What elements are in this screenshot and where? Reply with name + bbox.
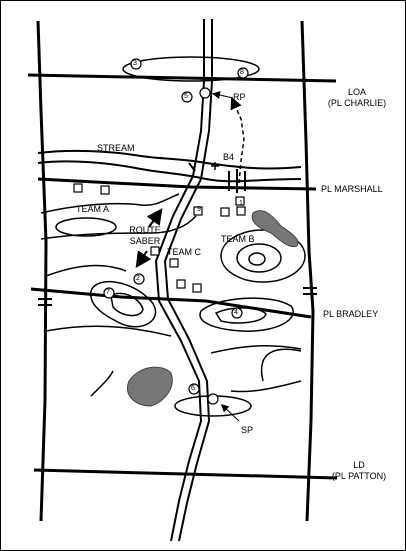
hill-contour xyxy=(248,252,266,266)
unit-symbol xyxy=(176,279,186,289)
drainage-line xyxy=(45,264,127,277)
pl-charlie-line xyxy=(27,73,337,83)
hill-contour xyxy=(236,243,282,273)
checkpoint-marker xyxy=(181,91,193,103)
checkpoint-marker xyxy=(199,87,211,99)
pl-charlie-text: (PL CHARLIE) xyxy=(327,98,387,108)
checkpoint-label: 2 xyxy=(136,275,140,282)
route-text: ROUTE xyxy=(129,225,161,235)
hill-contour xyxy=(199,297,294,332)
unit-symbol xyxy=(150,246,160,256)
route-saber-east-edge xyxy=(163,19,213,542)
checkpoint-marker xyxy=(231,307,243,319)
b4-label: B4 xyxy=(223,152,235,162)
checkpoint-marker xyxy=(130,58,142,70)
hill-contour xyxy=(110,292,144,317)
route-arrow-south xyxy=(135,250,152,268)
pl-bradley-label: PL BRADLEY xyxy=(323,309,379,319)
left-boundary-line xyxy=(36,20,48,522)
unit-symbol xyxy=(73,183,83,193)
checkpoint-label: 5 xyxy=(184,93,188,100)
checkpoint-marker xyxy=(133,273,145,285)
hill-contour xyxy=(220,229,306,283)
checkpoint-marker xyxy=(188,383,200,395)
checkpoint-label: 1 xyxy=(239,200,243,207)
pl-marshall-line xyxy=(37,177,317,191)
rp-label: RP xyxy=(233,92,246,102)
checkpoint-marker xyxy=(237,67,249,79)
pl-charlie-label: LOA (PL CHARLIE) xyxy=(317,87,397,109)
route-saber-label: ROUTE SABER xyxy=(121,225,169,247)
rp-leader-arrow xyxy=(212,91,234,99)
unit-symbol xyxy=(193,206,203,216)
pl-patton-text: (PL PATTON) xyxy=(331,471,387,481)
checkpoint-label: 7 xyxy=(106,289,110,296)
unit-symbols xyxy=(73,183,246,293)
team-c-label: TEAM C xyxy=(167,247,202,257)
ld-text: LD xyxy=(353,460,365,470)
right-boundary-line xyxy=(300,20,315,522)
checkpoint-marker xyxy=(103,287,115,299)
stream-north-bank xyxy=(37,149,302,170)
crossing-site-symbol xyxy=(228,169,246,193)
checkpoint-label: 8 xyxy=(240,69,244,76)
boundary-symbol-left xyxy=(38,298,52,306)
route-saber-west-edge xyxy=(154,19,205,542)
checkpoint-label: 9 xyxy=(197,206,201,213)
drainage-line xyxy=(210,345,302,354)
pl-marshall-label: PL MARSHALL xyxy=(321,184,383,194)
drainage-line xyxy=(90,370,114,397)
stream-south-bank xyxy=(37,160,302,183)
drainage-line xyxy=(260,348,302,382)
unit-symbol xyxy=(235,196,245,206)
route-name-text: SABER xyxy=(129,236,161,246)
sp-leader-arrow xyxy=(220,403,240,422)
loa-text: LOA xyxy=(347,87,366,97)
unit-symbol xyxy=(100,185,110,195)
unit-symbol xyxy=(192,283,202,293)
drainage-line xyxy=(230,380,302,393)
stream-label: STREAM xyxy=(97,143,135,153)
team-a-label: TEAM A xyxy=(76,204,110,214)
boundary-symbol-right xyxy=(303,287,317,295)
drainage-line xyxy=(40,193,180,214)
checkpoint-markers xyxy=(103,58,249,405)
blocking-mark xyxy=(188,162,196,172)
plus-symbol xyxy=(211,162,219,170)
unit-symbol xyxy=(236,206,246,216)
checkpoint-label: 6 xyxy=(191,385,195,392)
pl-patton-label: LD (PL PATTON) xyxy=(319,460,399,482)
objective-ellipse xyxy=(122,56,260,82)
unit-symbol xyxy=(220,207,230,217)
checkpoint-label: 4 xyxy=(234,309,238,316)
checkpoint-marker xyxy=(207,393,219,405)
route-arrow-north xyxy=(146,208,163,228)
wooded-area xyxy=(127,366,173,407)
sp-label: SP xyxy=(241,425,254,435)
attack-route-arrow xyxy=(230,96,245,184)
hill-contour xyxy=(214,307,267,324)
drainage-line xyxy=(45,325,172,337)
team-b-label: TEAM B xyxy=(221,234,255,244)
hill-contour xyxy=(89,281,157,328)
checkpoint-label: 3 xyxy=(133,60,137,67)
hill-contour xyxy=(55,217,117,237)
unit-symbol xyxy=(169,258,179,268)
wooded-area xyxy=(251,210,299,248)
